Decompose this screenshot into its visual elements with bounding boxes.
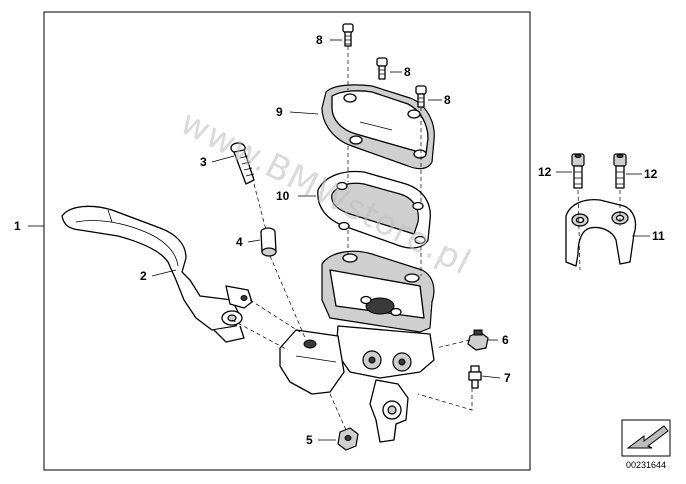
clamp-screw-left: [571, 153, 585, 189]
callout-1: 1: [14, 219, 21, 233]
bushing: [260, 227, 277, 257]
callout-3: 3: [200, 155, 207, 169]
document-number: 00231644: [626, 460, 666, 470]
nut: [337, 427, 359, 451]
assembly-lines: [231, 46, 621, 431]
screw-8-right: [415, 85, 427, 108]
callout-4: 4: [236, 235, 243, 249]
master-cylinder-body: [279, 250, 435, 443]
clamp-screw-right: [613, 153, 627, 189]
handlebar-clamp: [565, 198, 637, 267]
diaphragm: [317, 170, 431, 249]
callout-12-right: 12: [644, 167, 658, 181]
arrow-icon: [626, 425, 669, 449]
callout-9: 9: [276, 105, 283, 119]
bleed-valve: [468, 365, 482, 389]
callout-12-left: 12: [538, 165, 552, 179]
reservoir-cover: [321, 84, 435, 170]
callout-8-top: 8: [316, 33, 323, 47]
callout-5: 5: [306, 433, 313, 447]
callout-8-middle: 8: [404, 65, 411, 79]
diagram-frame: [43, 11, 531, 471]
brake-switch: [467, 329, 489, 351]
callout-8-right: 8: [444, 93, 451, 107]
brake-lever: [61, 205, 253, 343]
callout-6: 6: [502, 333, 509, 347]
callout-11: 11: [652, 229, 665, 243]
leader-lines: [28, 39, 650, 441]
screw-8-middle: [376, 57, 388, 80]
callout-10: 10: [276, 189, 290, 203]
callout-2: 2: [140, 269, 147, 283]
screw-8-top: [342, 23, 354, 47]
callout-7: 7: [504, 371, 511, 385]
pivot-bolt: [230, 142, 255, 185]
reference-badge: 00231644: [621, 419, 671, 470]
